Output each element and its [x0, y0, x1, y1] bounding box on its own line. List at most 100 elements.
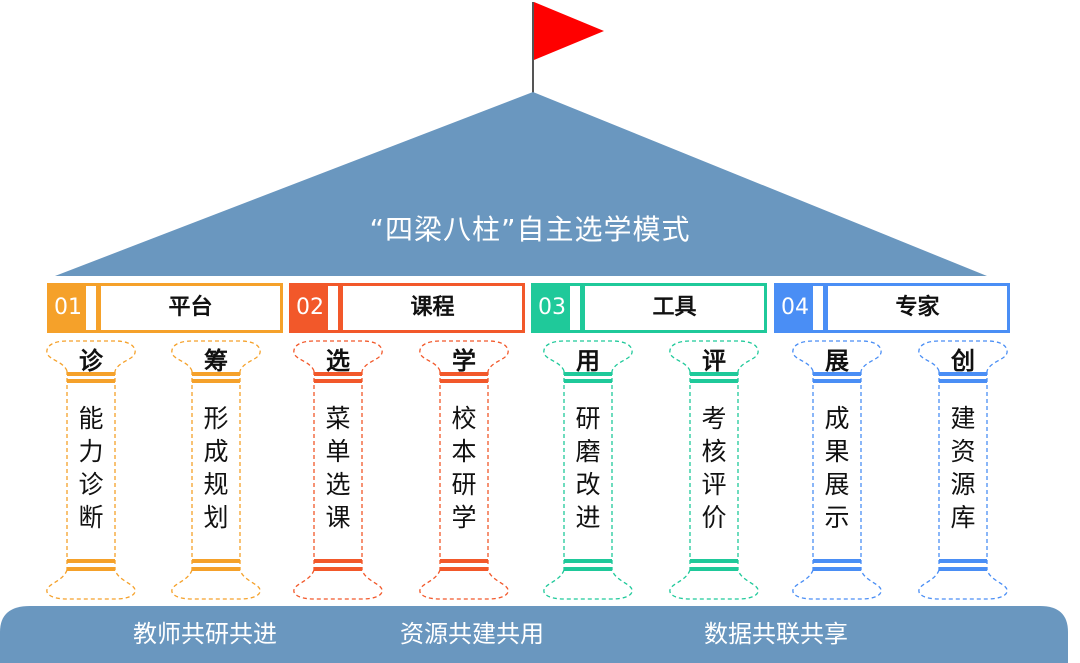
- beam-label: 专家: [895, 295, 940, 320]
- pillar-cap-show: 展: [825, 347, 849, 375]
- beam-number: 02: [292, 286, 328, 330]
- pillar-char: 诊: [78, 470, 104, 499]
- pillar-band: [440, 372, 488, 376]
- pillar-char: 成: [203, 437, 229, 466]
- pillar-band: [192, 379, 240, 383]
- pillar-text: 成果展示: [817, 402, 857, 534]
- pillar-band: [314, 567, 362, 571]
- pillar-char: 磨: [575, 437, 601, 466]
- beam-course: 02 课程: [289, 283, 525, 333]
- pillar-char: 形: [203, 404, 229, 433]
- pillar-base: [46, 569, 136, 600]
- pillar-band: [939, 379, 987, 383]
- pillar-band: [564, 559, 612, 563]
- pillar-band: [67, 379, 115, 383]
- pillar-char: 选: [325, 470, 351, 499]
- diagram-title: “四梁八柱”自主选学模式: [369, 213, 691, 246]
- beam-gap: [570, 286, 580, 330]
- beam-bar: [338, 286, 343, 330]
- pillar-char: 资: [950, 437, 976, 466]
- pillar-band: [440, 559, 488, 563]
- beam-label: 工具: [652, 295, 697, 320]
- pillar-char: 源: [950, 470, 976, 499]
- pillar-capital: [171, 340, 261, 372]
- pillar-cap-plan: 筹: [204, 347, 228, 375]
- roof: [55, 92, 987, 276]
- pillar-char: 划: [203, 503, 229, 532]
- pillar-char: 进: [575, 503, 601, 532]
- beam-number: 01: [50, 286, 86, 330]
- pillar-capital: [669, 340, 759, 372]
- pillar-char: 能: [78, 404, 104, 433]
- pillar-band: [67, 567, 115, 571]
- pillar-band: [440, 567, 488, 571]
- beam-label: 课程: [410, 295, 455, 320]
- foundation-slab: [0, 606, 1068, 663]
- pillar-char: 库: [950, 503, 976, 532]
- pillar-band: [314, 559, 362, 563]
- pillar-band: [314, 372, 362, 376]
- beam-label: 平台: [168, 295, 213, 320]
- pillar-char: 校: [451, 404, 477, 433]
- pillar-char: 示: [824, 503, 850, 532]
- pillar-cap-create: 创: [951, 347, 975, 375]
- pillar-band: [314, 379, 362, 383]
- beam-tools: 03 工具: [531, 283, 767, 333]
- pillar-char: 研: [575, 404, 601, 433]
- pillar-char: 菜: [325, 404, 351, 433]
- pillar-char: 核: [701, 437, 727, 466]
- pillar-base: [669, 569, 759, 600]
- pillar-char: 评: [701, 470, 727, 499]
- pillar-band: [813, 372, 861, 376]
- pillar-cap-use: 用: [576, 347, 600, 375]
- pillar-band: [690, 372, 738, 376]
- beam-number: 04: [777, 286, 813, 330]
- pillar-base: [918, 569, 1008, 600]
- pillar-char: 价: [701, 503, 727, 532]
- pillar-band: [690, 379, 738, 383]
- pillar-base: [171, 569, 261, 600]
- foundation-text-resources: 资源共建共用: [400, 620, 544, 648]
- pillar-cap-learn: 学: [452, 347, 476, 375]
- beam-gap: [328, 286, 338, 330]
- beam-experts: 04 专家: [774, 283, 1010, 333]
- pillar-text: 能力诊断: [71, 402, 111, 534]
- pillar-char: 学: [451, 503, 477, 532]
- pillar-band: [67, 372, 115, 376]
- pillar-base: [293, 569, 383, 600]
- pillar-char: 成: [824, 404, 850, 433]
- pillar-band: [939, 372, 987, 376]
- pillar-band: [192, 372, 240, 376]
- pillar-band: [939, 559, 987, 563]
- pillar-char: 断: [78, 503, 104, 532]
- beam-bar: [823, 286, 828, 330]
- pillar-text: 校本研学: [444, 402, 484, 534]
- pillar-band: [939, 567, 987, 571]
- pillar-text: 形成规划: [196, 402, 236, 534]
- pillar-band: [813, 559, 861, 563]
- pillar-char: 力: [78, 437, 104, 466]
- pillar-char: 展: [824, 470, 850, 499]
- pillar-text: 菜单选课: [318, 402, 358, 534]
- pillar-char: 规: [203, 470, 229, 499]
- pillar-char: 研: [451, 470, 477, 499]
- pillar-band: [690, 559, 738, 563]
- pillar-base: [419, 569, 509, 600]
- pillar-band: [564, 379, 612, 383]
- beam-platform: 01 平台: [47, 283, 283, 333]
- pillar-char: 建: [950, 404, 976, 433]
- pillars-group: [46, 340, 1008, 600]
- pillar-band: [67, 559, 115, 563]
- pillar-text: 考核评价: [694, 402, 734, 534]
- pillar-base: [792, 569, 882, 600]
- pillar-capital: [419, 340, 509, 372]
- pillar-band: [192, 559, 240, 563]
- pillar-cap-diagnose: 诊: [79, 347, 103, 375]
- pillar-band: [564, 372, 612, 376]
- pillar-char: 单: [325, 437, 351, 466]
- pillar-band: [440, 379, 488, 383]
- flag-icon: [534, 2, 604, 60]
- beam-number: 03: [534, 286, 570, 330]
